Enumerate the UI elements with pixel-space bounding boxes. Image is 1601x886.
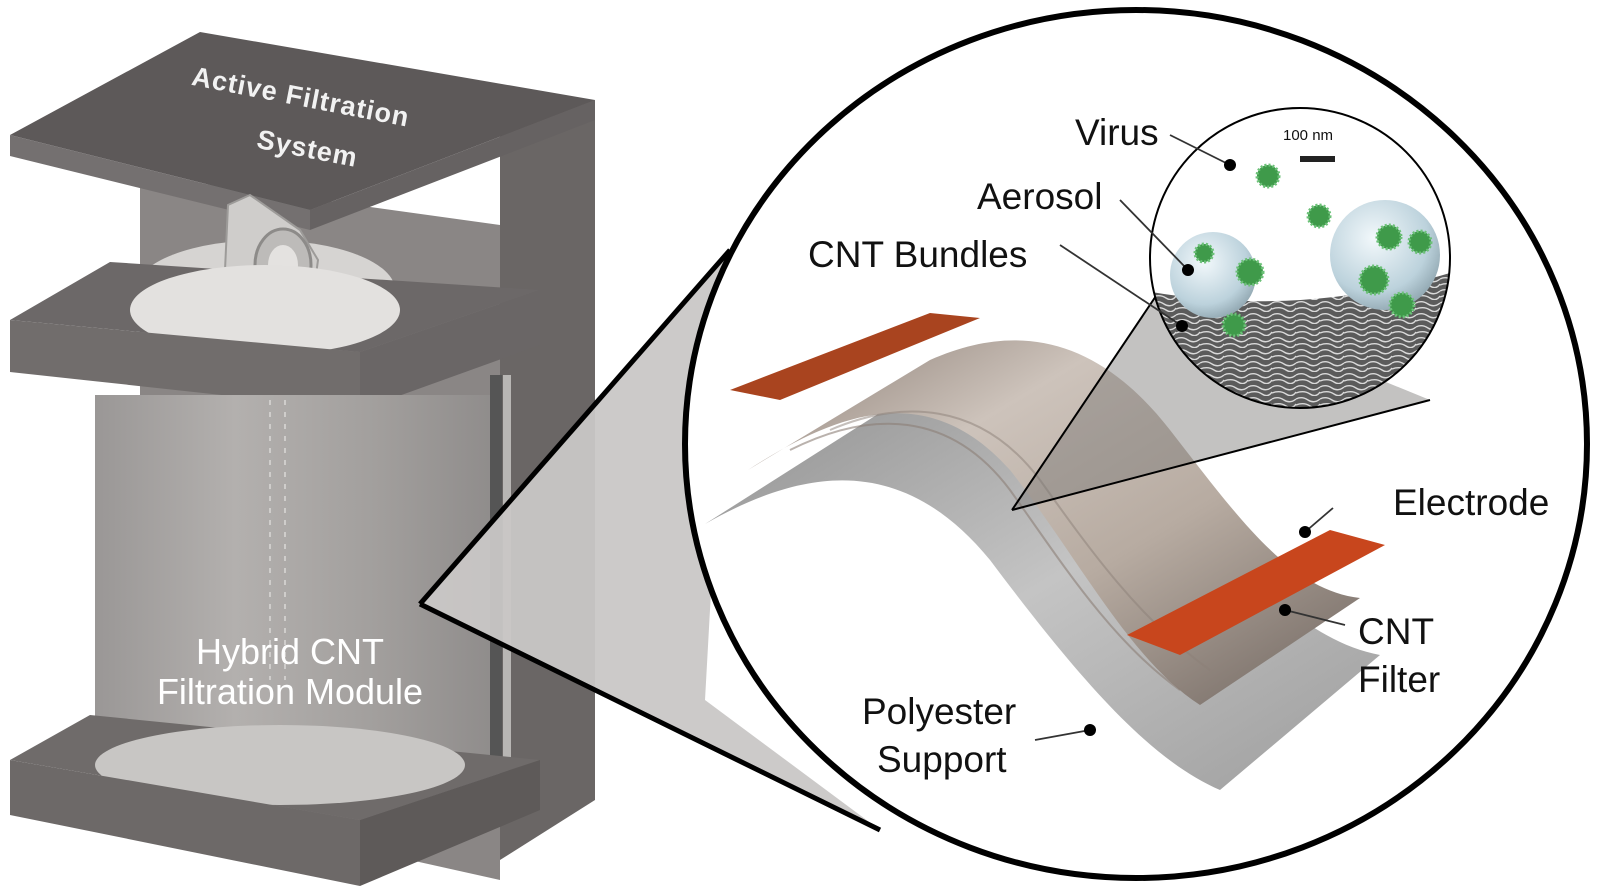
- micro-view: [1149, 107, 1451, 409]
- label-cnt-bundles: CNT Bundles: [808, 234, 1028, 275]
- label-hybrid-module-2: Filtration Module: [156, 671, 424, 712]
- shelf-plate: [130, 265, 400, 355]
- label-cnt-filter-1: CNT: [1358, 611, 1435, 652]
- callout-line-upper: [418, 248, 732, 606]
- cabinet-middle-front-edge: [10, 320, 360, 410]
- cabinet-base-right: [360, 760, 540, 886]
- label-scale-bar: 100 nm: [1283, 127, 1334, 144]
- leader-lines: [1034, 134, 1346, 741]
- leader-dots: [1084, 159, 1311, 736]
- electrode-strip-right: [1127, 530, 1385, 655]
- micro-callout-cone: [1012, 290, 1430, 510]
- virus-particles: [1193, 163, 1433, 338]
- cabinet-middle-right-edge: [360, 290, 540, 410]
- label-aerosol: Aerosol: [977, 176, 1103, 217]
- label-polyester-2: Support: [877, 739, 1007, 780]
- label-cnt-filter-2: Filter: [1358, 659, 1441, 700]
- cabinet: [10, 32, 595, 886]
- callout-line-lower: [418, 601, 882, 833]
- filtration-cylinder: [95, 395, 495, 755]
- cabinet-top-slab: [10, 32, 595, 210]
- aerosol-droplet-small: [1170, 232, 1256, 318]
- cabinet-base-front: [10, 760, 360, 886]
- callout-cone: [420, 250, 880, 830]
- scale-bar: [1300, 156, 1335, 162]
- cabinet-top-right-edge: [310, 100, 595, 230]
- electrode-strip-left: [730, 313, 980, 400]
- aerosol-droplet-large: [1330, 200, 1440, 310]
- label-electrode: Electrode: [1393, 482, 1550, 523]
- label-polyester-1: Polyester: [862, 691, 1017, 732]
- label-virus: Virus: [1075, 112, 1159, 153]
- label-hybrid-module-1: Hybrid CNT: [195, 631, 384, 672]
